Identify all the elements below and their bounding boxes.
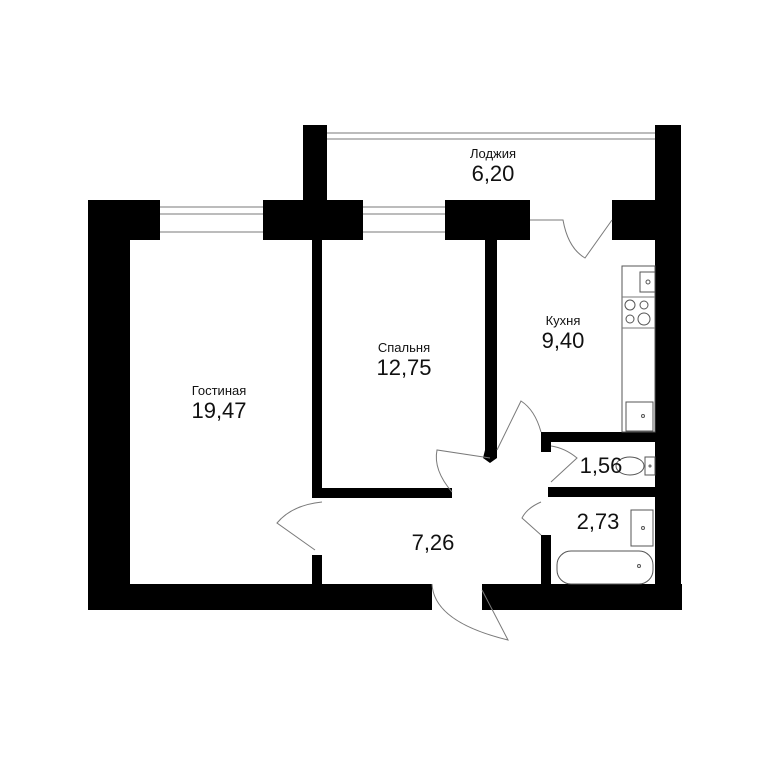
room-label-living: Гостиная 19,47 [191, 383, 246, 424]
door-toilet [550, 445, 578, 483]
room-label-bedroom: Спальня 12,75 [376, 340, 431, 381]
room-area: 2,73 [576, 509, 620, 534]
room-label-kitchen: Кухня 9,40 [542, 313, 585, 354]
room-name: Спальня [377, 340, 431, 355]
loggia-glazing [327, 132, 655, 140]
door-bathroom [521, 501, 542, 536]
room-label-loggia: Лоджия 6,20 [470, 146, 516, 187]
room-label-bathroom: 2,73 [577, 509, 620, 535]
sink-fixture [630, 509, 654, 547]
door-kitchen [496, 400, 542, 451]
door-loggia [530, 219, 613, 259]
walls [88, 125, 682, 610]
window-bedroom [363, 206, 445, 233]
room-area: 1,56 [579, 453, 623, 478]
room-area: 9,40 [541, 328, 585, 353]
bathtub-fixture [556, 550, 654, 585]
door-living [276, 501, 323, 551]
room-name: Гостиная [191, 383, 247, 398]
room-name: Кухня [545, 313, 581, 328]
room-name: Лоджия [469, 146, 517, 161]
room-label-toilet: 1,56 [580, 453, 623, 479]
room-label-hall: 7,26 [412, 530, 455, 556]
door-entrance [431, 583, 509, 641]
room-area: 7,26 [411, 530, 455, 555]
kitchen-counter [621, 265, 656, 433]
room-area: 6,20 [471, 161, 515, 186]
window-living [160, 206, 263, 233]
door-bedroom [435, 449, 491, 493]
room-area: 12,75 [376, 355, 432, 380]
room-area: 19,47 [191, 398, 247, 423]
toilet-fixture [615, 456, 656, 476]
